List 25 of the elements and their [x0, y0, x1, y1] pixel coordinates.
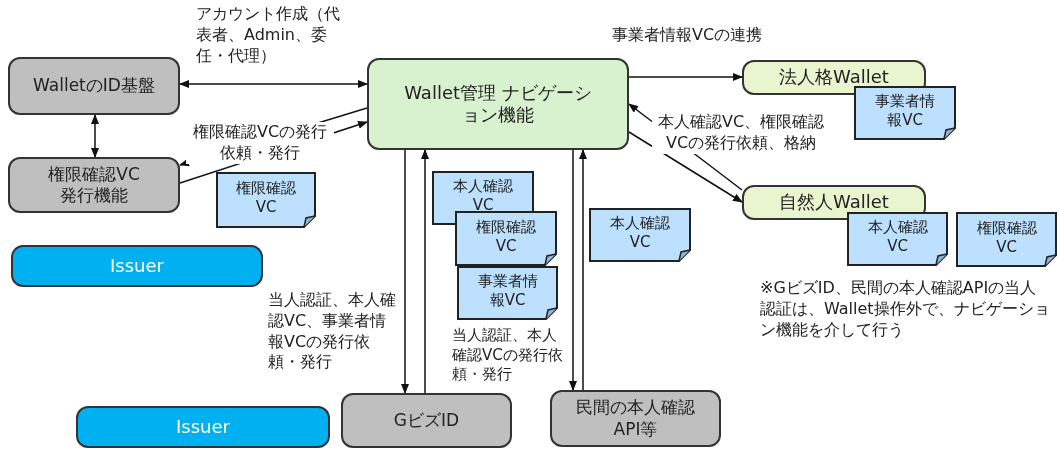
arrow: [628, 73, 743, 81]
process-box: Wallet管理 ナビゲーション機能: [367, 58, 629, 150]
document-note: 権限確認VC: [455, 211, 557, 266]
document-note: 権限確認VC: [216, 172, 316, 228]
arrow: [421, 149, 429, 394]
arrow: [401, 149, 409, 394]
document-note: 本人確認VC: [589, 208, 691, 262]
document-note: 事業者情報VC: [457, 266, 558, 320]
edge-label: 権限確認VCの発行依頼・発行: [186, 122, 334, 164]
arrow: [179, 80, 368, 88]
document-note: 本人確認VC: [847, 212, 948, 266]
issuer-box: Issuer: [11, 245, 263, 287]
process-box: 権限確認VC 発行機能: [8, 157, 180, 213]
document-note: 権限確認VC: [956, 212, 1057, 267]
document-note: 事業者情報VC: [854, 86, 956, 140]
arrow: [91, 114, 99, 158]
wallet-box: 自然人Wallet: [742, 185, 926, 220]
arrow: [579, 149, 587, 391]
arrow: [569, 149, 577, 391]
process-box: WalletのID基盤: [8, 57, 180, 115]
process-box: 民間の本人確認API等: [550, 390, 721, 447]
edge-label: 当人認証、本人確認VCの発行依頼・発行: [452, 326, 566, 385]
process-box: GビズID: [341, 393, 512, 448]
arrow: [628, 131, 743, 203]
issuer-box: Issuer: [76, 406, 330, 448]
